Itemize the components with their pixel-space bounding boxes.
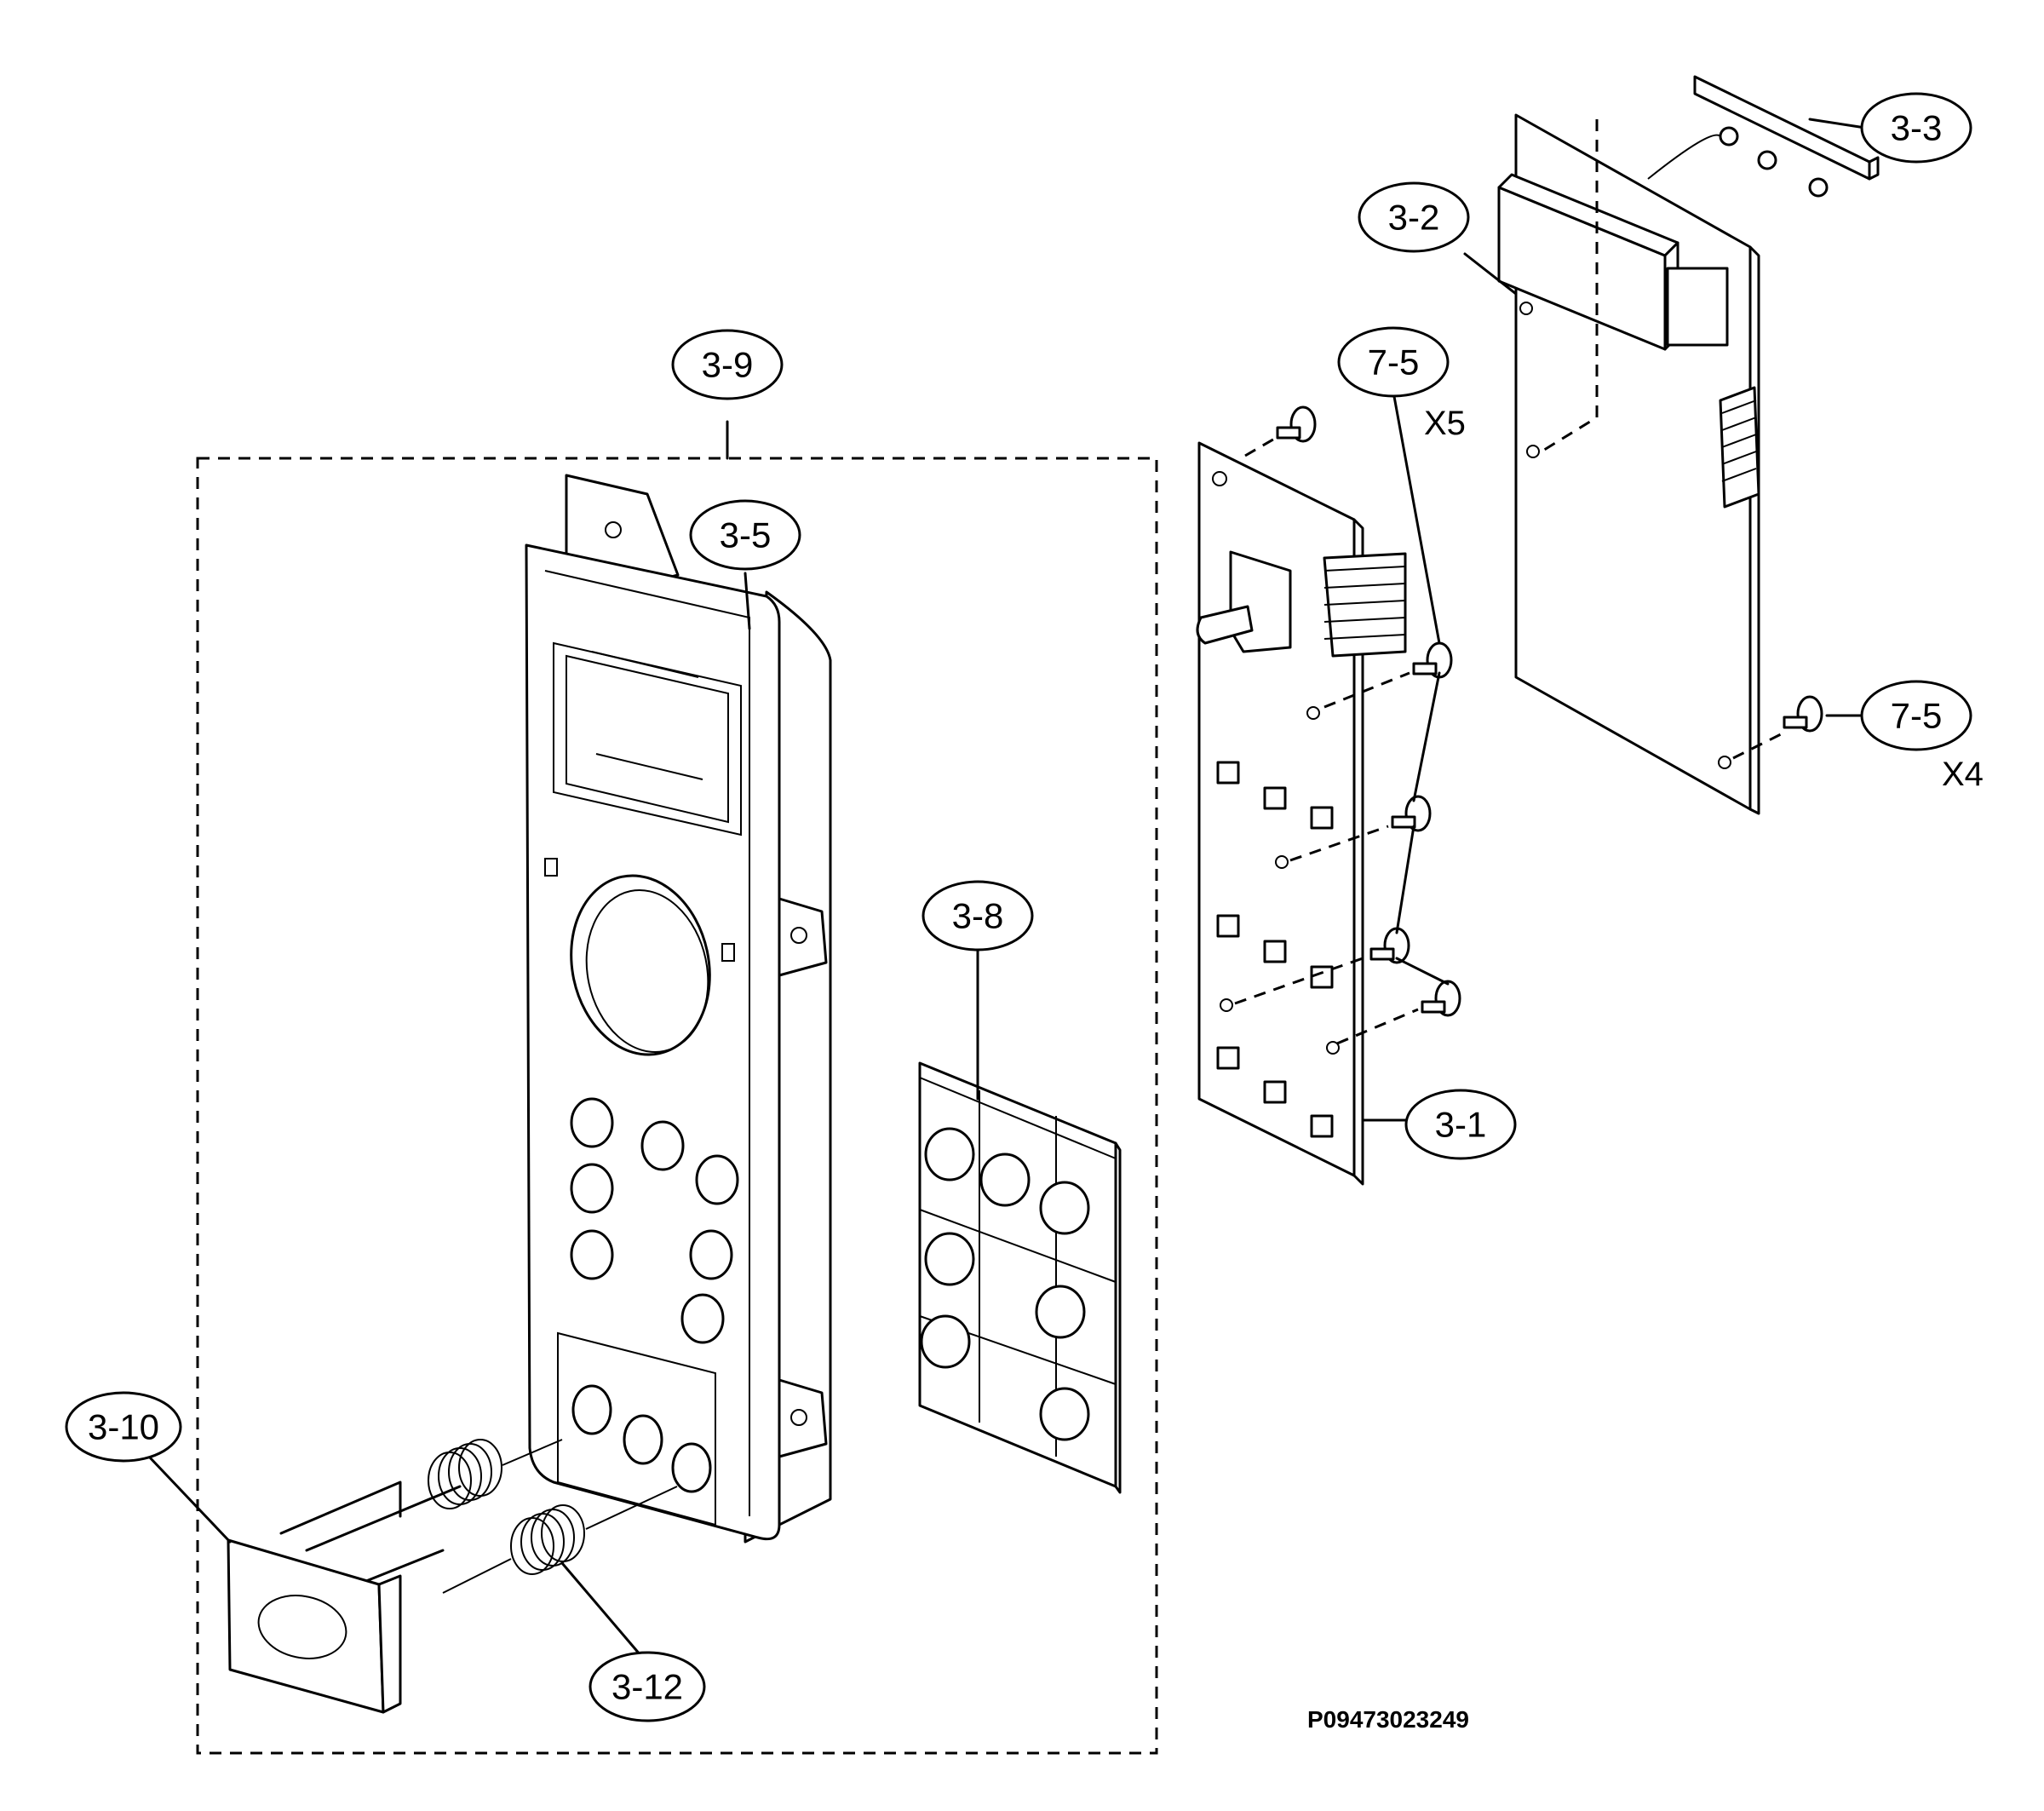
screw-7-5-group-rear xyxy=(1732,695,1823,760)
callout-7-5-rear: 7-5 X4 xyxy=(1860,680,1984,793)
display-pcb xyxy=(1497,113,1760,815)
button-strip xyxy=(918,1061,1122,1494)
svg-text:3-12: 3-12 xyxy=(611,1667,683,1707)
svg-text:7-5: 7-5 xyxy=(1368,342,1420,382)
svg-text:3-2: 3-2 xyxy=(1388,198,1440,238)
door-open-button xyxy=(227,1480,462,1714)
spring-lower xyxy=(442,1486,678,1594)
callout-3-1: 3-1 xyxy=(1404,1089,1517,1160)
callout-3-5: 3-5 xyxy=(689,499,801,571)
callout-3-8: 3-8 xyxy=(922,880,1034,951)
svg-text:3-5: 3-5 xyxy=(720,515,772,555)
callout-3-2: 3-2 xyxy=(1358,181,1470,253)
callout-3-12: 3-12 xyxy=(589,1651,706,1722)
svg-text:7-5: 7-5 xyxy=(1891,696,1943,736)
callout-3-9: 3-9 xyxy=(671,329,784,400)
front-panel-housing xyxy=(525,474,832,1544)
drawing-code: P09473023249 xyxy=(1307,1706,1469,1733)
callout-7-5-front: 7-5 X5 xyxy=(1337,326,1466,442)
svg-text:3-3: 3-3 xyxy=(1891,108,1943,148)
svg-text:3-8: 3-8 xyxy=(952,896,1004,936)
control-pcb xyxy=(1196,441,1407,1186)
quantity-x5: X5 xyxy=(1424,405,1466,442)
callout-3-10: 3-10 xyxy=(65,1391,182,1463)
quantity-x4: X4 xyxy=(1942,756,1984,793)
svg-text:3-10: 3-10 xyxy=(88,1407,159,1447)
spring-upper xyxy=(428,1439,563,1509)
assembly-boundary xyxy=(196,457,1158,1755)
svg-text:3-9: 3-9 xyxy=(702,345,754,385)
svg-text:3-1: 3-1 xyxy=(1435,1105,1487,1145)
callout-3-3: 3-3 xyxy=(1860,92,1972,164)
screw-7-5-group-front xyxy=(1234,405,1461,1045)
led-holder xyxy=(1647,75,1880,198)
